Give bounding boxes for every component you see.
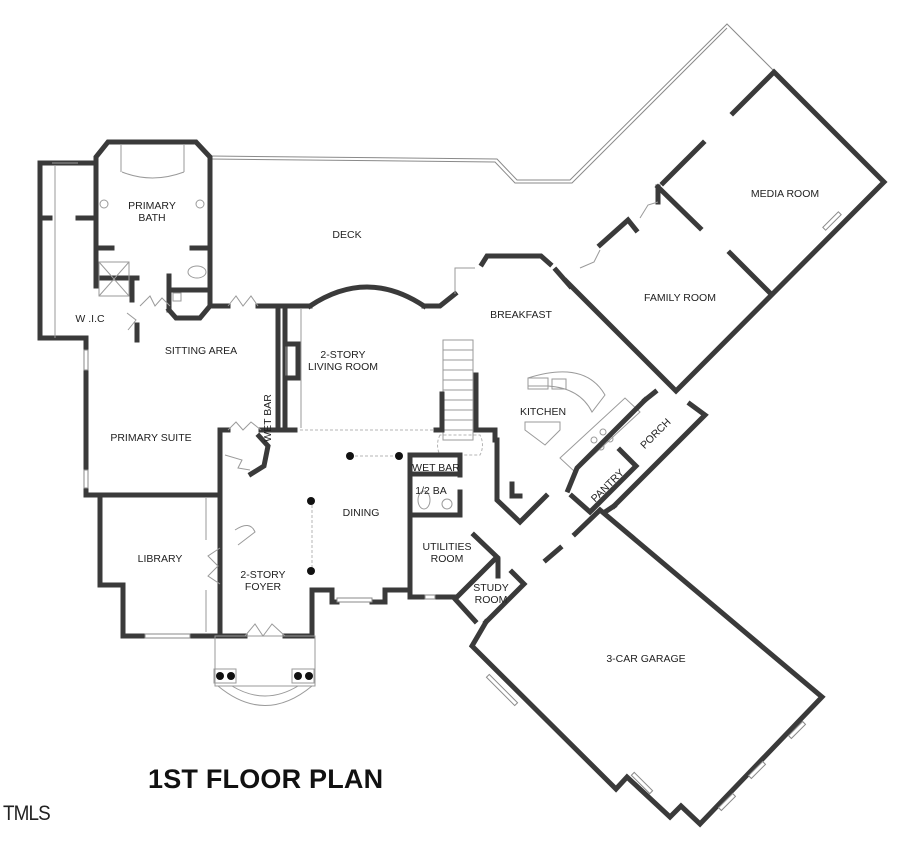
west-wing-walls — [83, 295, 301, 639]
living-room-walls — [282, 253, 574, 431]
plan-title: 1ST FLOOR PLAN — [148, 764, 384, 794]
room-label-wet-bar-1: WET BAR — [262, 394, 274, 442]
dining-foyer-walls — [217, 452, 413, 639]
room-label-sitting-area: SITTING AREA — [165, 345, 237, 357]
family-media-walls — [562, 68, 888, 395]
room-label-media-room: MEDIA ROOM — [751, 188, 819, 200]
room-label-deck: DECK — [332, 229, 361, 241]
room-label-wic: W .I.C — [75, 313, 105, 325]
room-label-porch: PORCH — [638, 416, 673, 451]
room-label-half-bath: 1/2 BA — [415, 485, 447, 497]
room-label-library: LIBRARY — [138, 553, 183, 565]
room-label-family-room: FAMILY ROOM — [644, 292, 716, 304]
room-label-primary-suite: PRIMARY SUITE — [110, 432, 191, 444]
room-label-kitchen: KITCHEN — [520, 406, 566, 418]
room-label-wet-bar-2: WET BAR — [412, 462, 460, 474]
staircase — [433, 339, 498, 456]
room-label-garage: 3-CAR GARAGE — [606, 653, 685, 665]
room-label-breakfast: BREAKFAST — [490, 309, 552, 321]
kitchen-fixtures — [524, 371, 641, 473]
primary-bath-walls — [37, 139, 214, 343]
watermark: TMLS — [3, 802, 51, 825]
garage-walls — [468, 506, 826, 828]
deck-outline — [209, 23, 774, 184]
room-label-dining: DINING — [343, 507, 380, 519]
porch-pantry-walls — [564, 388, 709, 516]
front-stoop — [213, 635, 316, 706]
service-core-walls — [407, 437, 550, 626]
